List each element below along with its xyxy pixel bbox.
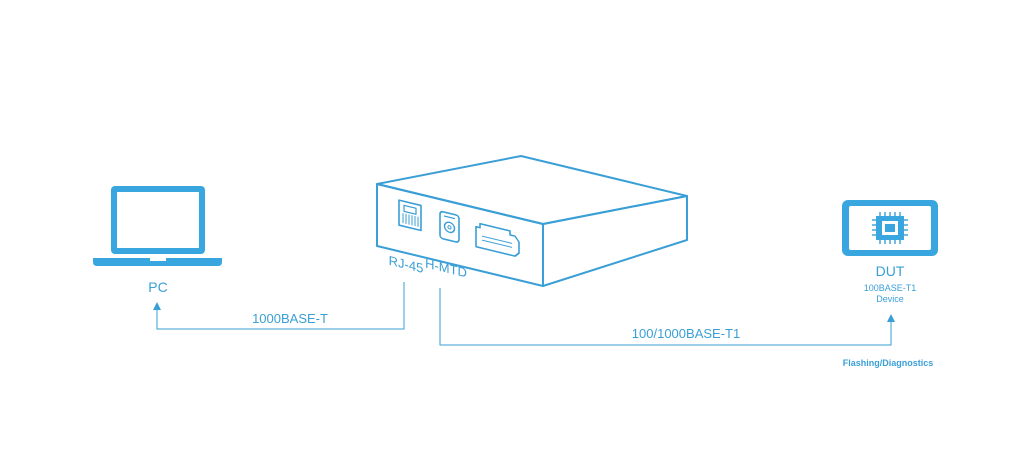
dut-sub1: 100BASE-T1 <box>864 283 917 293</box>
pc-label: PC <box>148 279 167 295</box>
gateway-side <box>542 195 688 287</box>
hmtd-port-icon <box>439 210 460 243</box>
hmtd-label: H-MTD <box>425 256 467 281</box>
pc-link-line <box>153 282 405 330</box>
rj45-port-icon <box>398 199 422 232</box>
laptop-icon <box>93 186 222 266</box>
chip-icon <box>872 212 908 244</box>
dut-sub2: Device <box>876 294 904 304</box>
gateway-box-icon <box>376 155 688 287</box>
chip-monitor-icon <box>842 200 938 256</box>
dut-label: DUT <box>876 263 905 279</box>
flashing-diagnostics-note: Flashing/Diagnostics <box>843 358 934 368</box>
dut-link-line <box>439 288 895 346</box>
connector-port-icon <box>475 222 520 257</box>
pc-link-label: 1000BASE-T <box>252 311 328 326</box>
dut-link-label: 100/1000BASE-T1 <box>632 326 740 341</box>
gateway-top <box>376 155 688 225</box>
